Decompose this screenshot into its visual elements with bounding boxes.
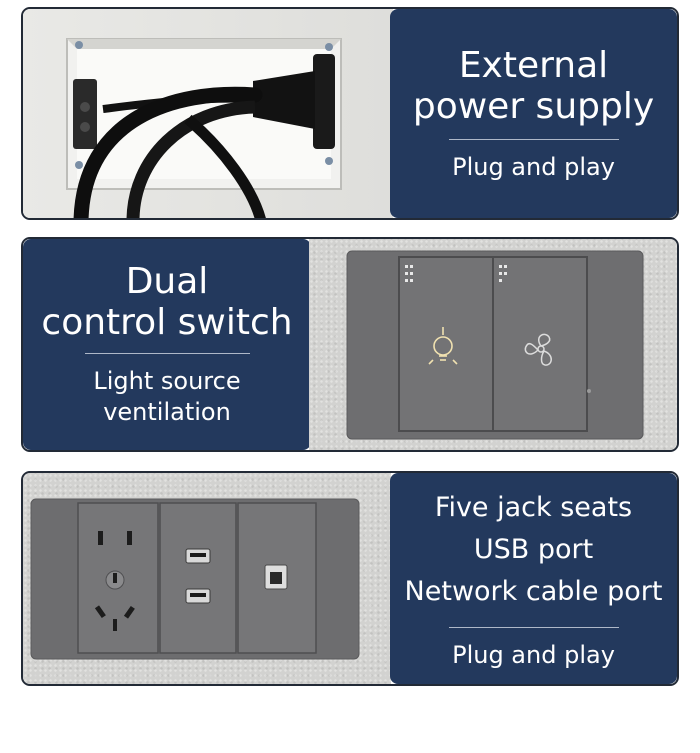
dual-switch-card: Dual control switch Light source ventila… [21,237,679,452]
dual-switch-text-panel: Dual control switch Light source ventila… [23,239,311,450]
external-power-text-panel: External power supply Plug and play [390,9,677,218]
divider [448,138,619,140]
external-power-card: External power supply Plug and play [21,7,679,220]
divider [84,353,250,354]
section-title-line: Five jack seats [434,491,633,523]
section-title-line: Dual [125,261,209,302]
section-title-line: power supply [412,85,655,127]
divider [448,626,619,628]
section-subtitle: ventilation [103,398,231,426]
section-subtitle: Plug and play [452,640,615,669]
ports-panel-image [30,498,360,660]
usb-port-icon [159,502,237,654]
switch-photo [309,239,677,450]
section-subtitle: Plug and play [452,152,615,181]
light-bulb-icon [428,327,458,365]
five-hole-socket-icon [77,502,159,654]
section-title-line: control switch [41,302,293,343]
ports-photo [23,473,391,684]
fan-icon [524,333,552,366]
power-outlet-image [66,38,342,218]
dual-switch-image [346,250,644,440]
section-title-line: External [458,44,609,86]
network-port-icon [237,502,317,654]
section-subtitle: Light source [93,367,241,395]
section-title-line: USB port [473,533,594,565]
section-title-line: Network cable port [404,575,663,607]
ports-text-panel: Five jack seats USB port Network cable p… [390,473,677,684]
ports-card: Five jack seats USB port Network cable p… [21,471,679,686]
power-outlet-photo [23,9,393,218]
